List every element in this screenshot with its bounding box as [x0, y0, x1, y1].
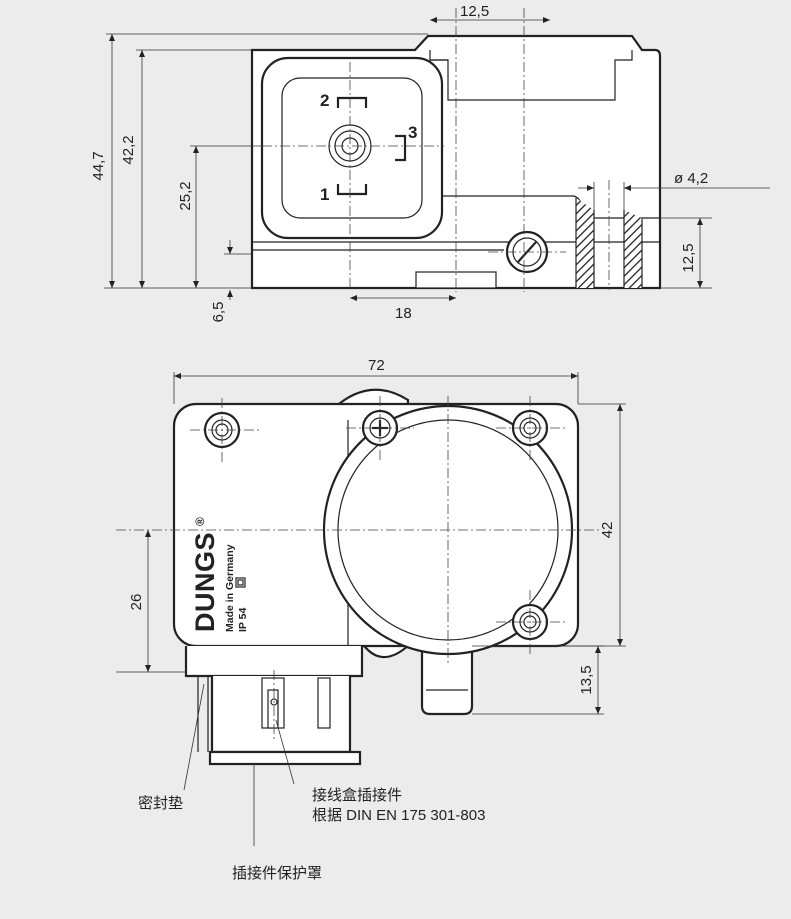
leader-gasket: [183, 683, 205, 791]
front-view: DUNGS ® Made in Germany IP 54 72 42 26 1…: [116, 357, 626, 882]
pin-1-label: 1: [320, 185, 329, 204]
leader-plug: [275, 719, 295, 785]
dim-height-center-front: 26: [128, 594, 145, 611]
ip-rating-text: IP 54: [237, 608, 249, 632]
pressure-nozzle: [420, 646, 474, 716]
dim-height: 42: [599, 522, 616, 539]
callout-gasket: 密封垫: [138, 795, 183, 812]
plug-pin-right: [317, 677, 331, 729]
dim-height-port: 12,5: [680, 243, 697, 272]
callout-plug-cover: 插接件保护罩: [232, 865, 322, 882]
dim-port-length: 13,5: [578, 665, 595, 694]
connector-socket-inner: [281, 77, 423, 219]
dim-offset-horizontal: 18: [395, 305, 412, 322]
made-in-text: Made in Germany: [224, 544, 236, 632]
double-insulation-mark: [235, 577, 246, 588]
dim-height-total: 44,7: [90, 151, 107, 180]
brand-registered-mark: ®: [193, 517, 207, 526]
dim-height-base: 6,5: [210, 302, 227, 323]
pin-3-terminal: [395, 134, 407, 162]
top-view: 2 1 3 12,5 44,7: [90, 3, 770, 322]
dim-width: 72: [368, 357, 385, 374]
callout-plug-line1: 接线盒插接件: [312, 787, 402, 804]
dim-height-body: 42,2: [120, 135, 137, 164]
pin-2-label: 2: [320, 91, 329, 110]
brand-logo-text: DUNGS: [190, 532, 220, 632]
dim-diameter: ø 4,2: [674, 170, 708, 187]
callout-plug-line2: 根据 DIN EN 175 301-803: [312, 807, 485, 824]
dim-height-center: 25,2: [177, 181, 194, 210]
pin-3-label: 3: [408, 123, 417, 142]
dim-width-top: 12,5: [460, 3, 489, 20]
pin-1-terminal: [336, 184, 368, 196]
pin-2-terminal: [336, 96, 368, 108]
pressure-port-hatch-left: [576, 198, 594, 288]
pressure-port-hatch-right: [624, 210, 642, 288]
